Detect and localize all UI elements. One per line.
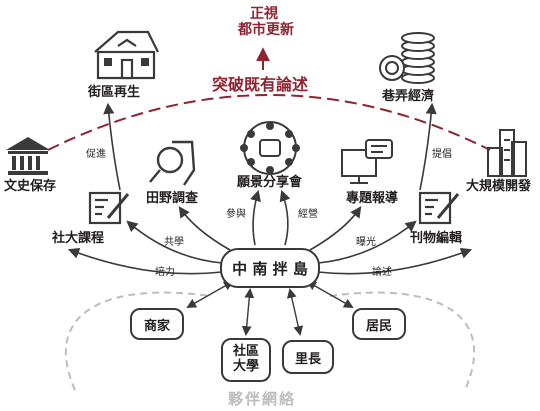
label-regeneration: 街區再生 bbox=[88, 85, 141, 100]
goal-label: 正視 都市更新 bbox=[238, 6, 294, 39]
temple-icon bbox=[6, 137, 50, 175]
link-university bbox=[241, 288, 255, 336]
verb-operate: 經營 bbox=[298, 209, 318, 220]
label-heritage: 文史保存 bbox=[4, 179, 57, 194]
arrow-to-publication bbox=[317, 220, 417, 264]
buildings-icon bbox=[487, 129, 527, 177]
house-icon bbox=[94, 30, 159, 80]
verb-colearn: 共學 bbox=[164, 237, 184, 248]
label-feature-report: 專題報導 bbox=[346, 191, 399, 206]
coins-icon bbox=[379, 32, 435, 84]
arrow-report-to-econ bbox=[419, 102, 437, 191]
arrow-course-to-regen bbox=[103, 102, 121, 191]
label-vision-meeting: 願景分享會 bbox=[237, 175, 303, 190]
magnifier-icon bbox=[149, 140, 196, 186]
break-through-label: 突破既有論述 bbox=[212, 75, 309, 94]
verb-discourse: 論述 bbox=[372, 267, 392, 278]
partner-university: 社區 大學 bbox=[221, 338, 271, 382]
partner-network-arc bbox=[64, 291, 476, 391]
partner-village-chief: 里長 bbox=[282, 340, 334, 374]
arrow-to-course bbox=[126, 220, 223, 264]
arrow-to-report bbox=[309, 206, 362, 251]
label-alley-economy: 巷弄經濟 bbox=[382, 89, 435, 104]
label-community-course: 社大課程 bbox=[52, 231, 105, 246]
verb-participate: 參與 bbox=[226, 209, 246, 220]
partner-network-label: 夥伴網絡 bbox=[228, 390, 297, 408]
label-publication: 刊物編輯 bbox=[410, 231, 463, 246]
publication-pencil-icon bbox=[418, 191, 460, 225]
partner-residents: 居民 bbox=[352, 308, 406, 340]
link-residents bbox=[306, 281, 354, 308]
partner-merchants: 商家 bbox=[130, 308, 184, 340]
partner-university-line1: 社區 bbox=[232, 344, 259, 360]
arrow-discourse bbox=[317, 247, 473, 275]
arrow-cultivate bbox=[67, 247, 223, 275]
arrow-to-survey bbox=[178, 206, 231, 251]
verb-advocate: 提倡 bbox=[432, 149, 452, 160]
goal-line-2: 都市更新 bbox=[238, 22, 294, 39]
verb-cultivate: 培力 bbox=[155, 267, 175, 278]
label-field-survey: 田野調查 bbox=[146, 191, 199, 206]
goal-line-1: 正視 bbox=[250, 6, 278, 22]
verb-promote: 促進 bbox=[86, 149, 106, 160]
document-pencil-icon bbox=[88, 191, 130, 225]
center-node: 中 南 拌 島 bbox=[220, 248, 320, 288]
link-chief bbox=[286, 288, 304, 336]
partner-university-line2: 大學 bbox=[232, 359, 259, 374]
arrow-to-meeting-2 bbox=[279, 189, 291, 246]
label-large-development: 大規模開發 bbox=[466, 179, 532, 194]
monitor-icon bbox=[341, 139, 393, 184]
meeting-icon bbox=[240, 121, 300, 175]
verb-expose: 曝光 bbox=[356, 237, 376, 248]
arrow-to-meeting bbox=[250, 189, 261, 246]
link-merchants bbox=[186, 281, 234, 308]
break-through-arc bbox=[47, 94, 491, 151]
